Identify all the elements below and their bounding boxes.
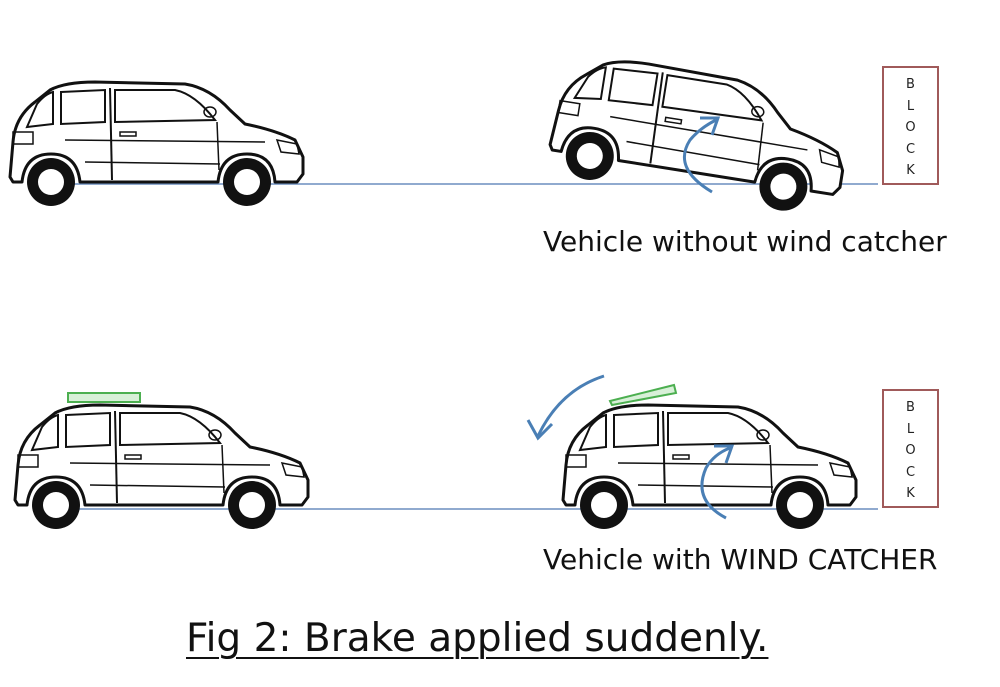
airflow-arrow-top [682,118,717,194]
block-obstacle-top: B L O C K [882,66,939,185]
block-letter: B [906,400,915,415]
block-label-top: B L O C K [884,74,937,182]
car-bottom-normal [13,392,310,531]
caption-without-wind-catcher: Vehicle without wind catcher [543,225,947,258]
block-letter: O [905,443,916,458]
car-top-normal [8,80,305,208]
figure-title: Fig 2: Brake applied suddenly. [186,616,769,661]
caption-with-wind-catcher: Vehicle with WIND CATCHER [543,543,938,576]
wind-catcher-left [67,392,141,403]
block-letter: L [906,98,915,114]
block-letter: O [905,120,916,135]
car-bottom-braking [561,383,858,531]
airflow-arrowhead-bottom [714,444,735,464]
block-letter: B [906,77,915,92]
block-letter: K [906,486,915,501]
car-top-braking [544,49,856,221]
airflow-arrow-over-roof [536,374,605,437]
wind-catcher-right [608,383,678,407]
block-obstacle-bottom: B L O C K [882,389,939,508]
airflow-arrowhead-top [700,116,721,136]
block-letter: L [906,421,915,437]
block-letter: C [905,464,916,480]
block-letter: C [905,141,916,157]
airflow-arrow-bottom [700,446,731,520]
airflow-arrowhead-over-roof [526,419,554,441]
block-label-bottom: B L O C K [884,397,937,505]
block-letter: K [906,163,915,178]
